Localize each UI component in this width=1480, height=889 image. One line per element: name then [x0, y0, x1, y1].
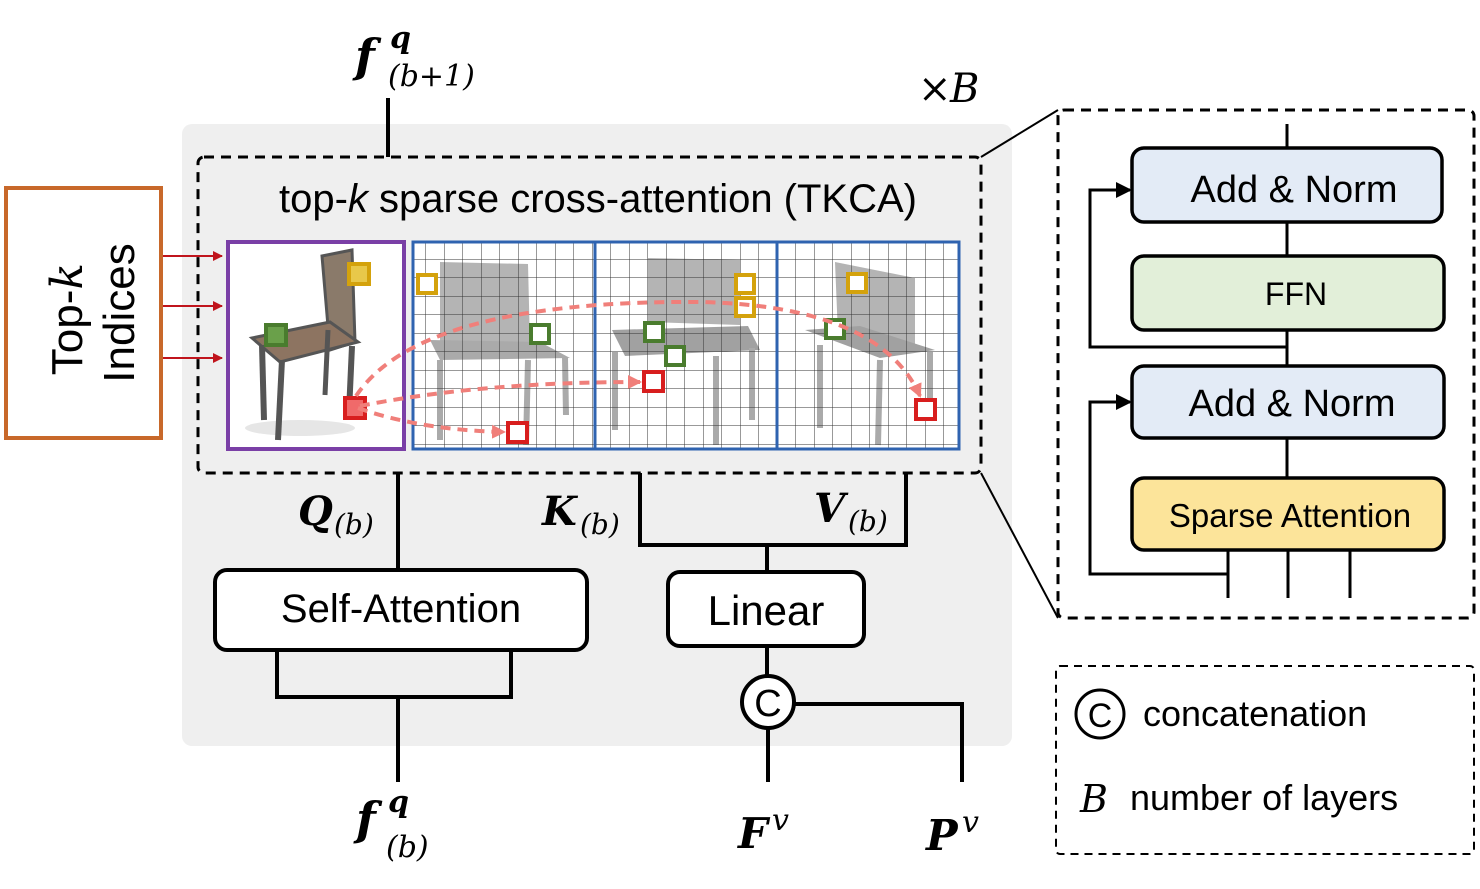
- add-norm-bottom-box: [1130, 364, 1446, 440]
- svg-text:f: f: [353, 792, 383, 846]
- repeat-label: × B: [918, 66, 979, 112]
- svg-text:B: B: [949, 66, 979, 112]
- query-image: [226, 240, 406, 451]
- residual-bottom: [1088, 394, 1228, 576]
- pv-label: P v: [925, 805, 979, 860]
- top-k-indices-box: [4, 186, 163, 440]
- concat-symbol: C: [754, 683, 781, 725]
- legend-concat-symbol: C: [1088, 697, 1113, 735]
- add-norm-top-label: Add & Norm: [1191, 169, 1398, 211]
- ffn-box: [1130, 254, 1446, 332]
- svg-text:q: q: [388, 785, 409, 820]
- svg-text:v: v: [962, 805, 979, 840]
- svg-text:V: V: [814, 485, 849, 532]
- self-attention-inputs: [275, 650, 513, 699]
- pv-line: [794, 702, 964, 782]
- key-value-views: [411, 240, 961, 451]
- legend-concat-text: concatenation: [1143, 693, 1367, 734]
- k-label: K (b): [541, 488, 620, 541]
- v-label: V (b): [814, 485, 888, 538]
- fq-label: f q (b): [353, 785, 429, 865]
- attention-arrow-view3: [354, 299, 922, 398]
- add-norm-top-box: [1130, 146, 1444, 224]
- svg-text:×: ×: [918, 66, 952, 112]
- zoom-line-bottom: [980, 472, 1059, 619]
- sparse-attention-label: Sparse Attention: [1169, 497, 1411, 534]
- residual-top: [1088, 182, 1287, 349]
- zoom-line-top: [980, 109, 1059, 158]
- svg-text:(b): (b): [334, 508, 374, 541]
- top-output-label: f q (b+1): [352, 21, 475, 94]
- fv-label: F v: [737, 803, 789, 858]
- add-norm-bottom-label: Add & Norm: [1189, 383, 1396, 425]
- svg-text:F: F: [737, 809, 771, 858]
- kv-bracket: [638, 473, 908, 547]
- linear-label: Linear: [708, 587, 825, 634]
- svg-text:(b): (b): [386, 830, 429, 865]
- legend-layers-text: number of layers: [1130, 777, 1398, 818]
- svg-text:(b+1): (b+1): [388, 59, 475, 94]
- svg-text:K: K: [541, 488, 579, 535]
- tkca-box: [196, 155, 983, 475]
- svg-text:Q: Q: [298, 488, 333, 535]
- self-attention-label: Self-Attention: [281, 587, 521, 631]
- legend-layers-var: B: [1079, 777, 1108, 821]
- attention-arrow-view1: [357, 406, 506, 439]
- svg-text:v: v: [772, 803, 789, 838]
- legend-box: [1055, 665, 1475, 855]
- svg-text:(b): (b): [848, 505, 888, 538]
- q-label: Q (b): [298, 488, 374, 541]
- top-k-indices-label: Top-k Indices: [42, 243, 144, 382]
- tkca-title: top-k sparse cross-attention (TKCA): [279, 177, 917, 221]
- svg-text:(b): (b): [580, 508, 620, 541]
- ffn-label: FFN: [1265, 276, 1327, 312]
- legend-concat-icon: [1074, 688, 1126, 740]
- svg-text:q: q: [390, 21, 411, 56]
- svg-text:P: P: [925, 811, 959, 860]
- attention-arrow-view2: [359, 375, 642, 408]
- self-attention-box: [213, 568, 589, 652]
- svg-text:f: f: [352, 29, 382, 83]
